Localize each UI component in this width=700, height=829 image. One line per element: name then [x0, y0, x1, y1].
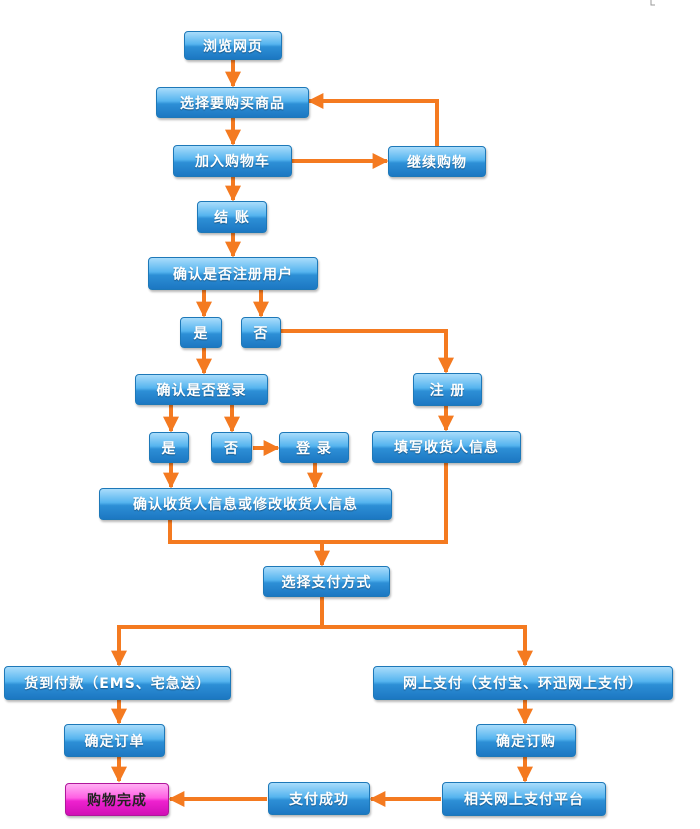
node-select-goods: 选择要购买商品	[156, 87, 309, 118]
corner-mark	[650, 0, 655, 6]
node-no-login: 否	[211, 432, 252, 463]
node-register: 注 册	[413, 373, 482, 406]
node-cod: 货到付款（EMS、宅急送）	[4, 666, 231, 700]
node-confirm-purchase: 确定订购	[476, 724, 576, 757]
node-fill-receiver: 填写收货人信息	[372, 431, 521, 463]
node-online-pay: 网上支付（支付宝、环迅网上支付）	[373, 666, 673, 700]
node-yes-registered: 是	[180, 317, 222, 348]
arrow-receiver-merge-to-payment	[168, 463, 448, 544]
node-confirm-order: 确定订单	[64, 724, 165, 757]
node-payment-platform: 相关网上支付平台	[442, 782, 606, 816]
arrow-no-to-register	[281, 329, 454, 374]
node-browse: 浏览网页	[184, 31, 282, 60]
node-purchase-complete: 购物完成	[65, 783, 169, 816]
node-yes-login: 是	[149, 432, 189, 463]
arrow-payment-branch-right	[322, 625, 533, 667]
node-confirm-registered: 确认是否注册用户	[148, 257, 318, 290]
node-continue-shopping: 继续购物	[388, 146, 486, 177]
arrow-continue-to-select	[307, 93, 439, 146]
node-add-cart: 加入购物车	[173, 145, 292, 177]
node-select-payment: 选择支付方式	[263, 566, 390, 597]
node-login: 登 录	[279, 432, 349, 463]
node-confirm-login: 确认是否登录	[135, 374, 268, 405]
node-no-registered: 否	[241, 317, 281, 348]
node-pay-success: 支付成功	[268, 782, 370, 815]
node-confirm-receiver: 确认收货人信息或修改收货人信息	[99, 488, 392, 520]
node-checkout: 结 账	[197, 201, 267, 233]
arrow-payment-branch-left	[111, 597, 324, 667]
